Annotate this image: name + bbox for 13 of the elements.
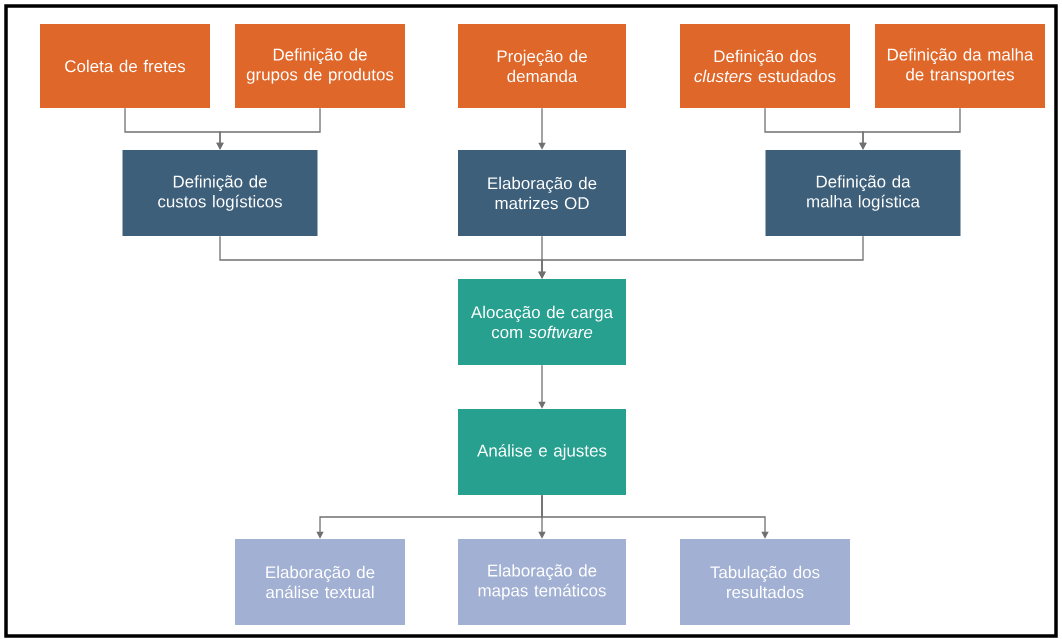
input-box: Coleta de fretes [40, 24, 210, 108]
output-box: Elaboração de mapas temáticos [458, 539, 626, 625]
process-box: Definição de custos logísticos [122, 150, 318, 236]
process-box: Definição da malha logística [765, 150, 961, 236]
output-box: Elaboração de análise textual [235, 539, 405, 625]
input-box: Definição da malha de transportes [875, 24, 1045, 108]
input-box: Definição dos clusters estudados [680, 24, 850, 108]
output-box: Tabulação dos resultados [680, 539, 850, 625]
process-box: Elaboração de matrizes OD [458, 150, 626, 236]
input-box: Definição de grupos de produtos [235, 24, 405, 108]
process-box: Alocação de carga com software [458, 279, 626, 365]
input-box: Projeção de demanda [458, 24, 626, 108]
process-box: Análise e ajustes [458, 409, 626, 495]
